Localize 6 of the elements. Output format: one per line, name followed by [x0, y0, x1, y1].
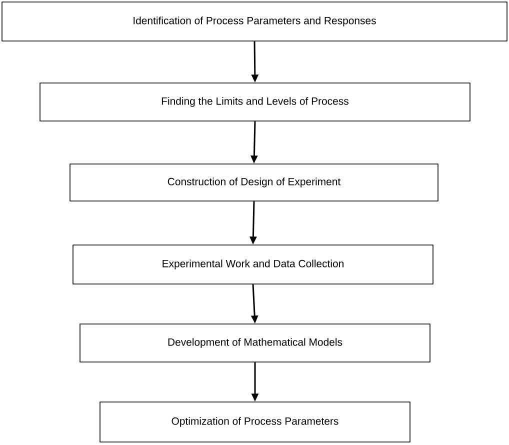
process-box: Identification of Process Parameters and Responses [2, 2, 508, 42]
process-box: Construction of Design of Experiment [70, 164, 438, 202]
process-box: Experimental Work and Data Collection [72, 244, 434, 284]
process-box: Optimization of Process Parameters [100, 402, 410, 442]
process-box: Development of Mathematical Models [80, 324, 430, 362]
process-box: Finding the Limits and Levels of Process [40, 82, 470, 122]
